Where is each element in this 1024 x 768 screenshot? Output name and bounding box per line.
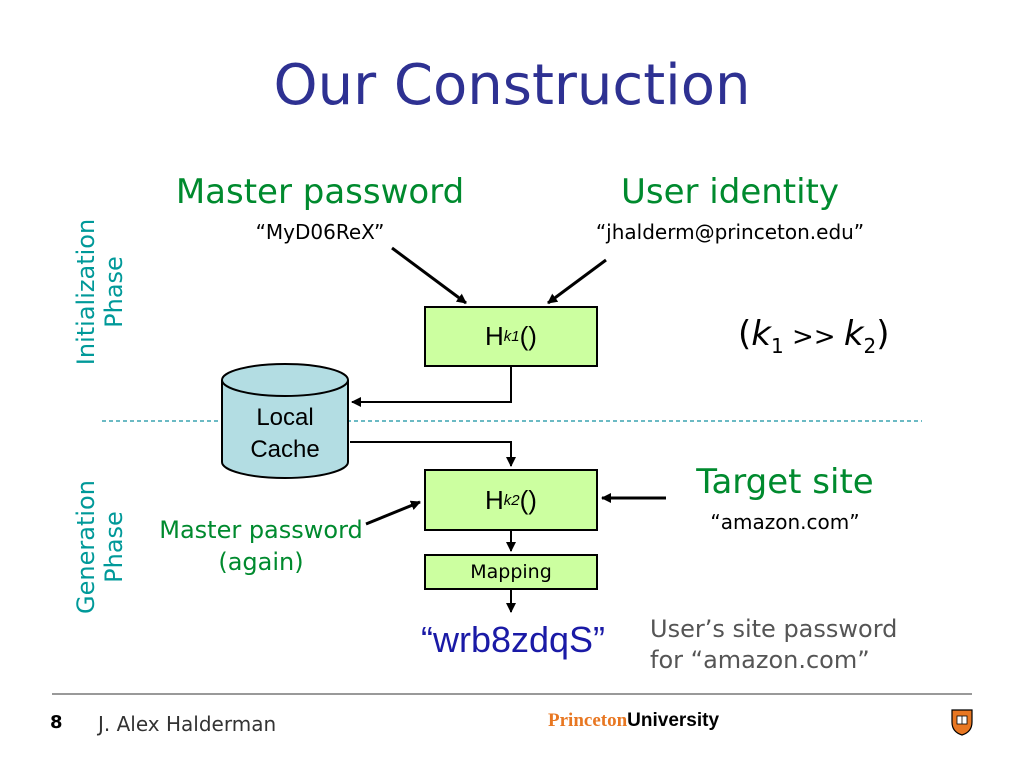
footer-rule	[52, 693, 972, 695]
princeton-logo: PrincetonUniversity	[548, 710, 719, 732]
ratio-sub1: 1	[770, 333, 784, 358]
arrow-master-again-to-hk2	[365, 500, 421, 526]
master-again-line1: Master password	[159, 516, 363, 544]
ratio-sub2: 2	[863, 333, 877, 358]
author-name: J. Alex Halderman	[98, 712, 277, 736]
ratio-op: >>	[783, 322, 844, 352]
hash-k2-base: H	[485, 484, 504, 515]
logo-part2: University	[627, 710, 720, 731]
arrow-cache-to-hk2	[350, 441, 516, 467]
master-password-value: “MyD06ReX”	[255, 220, 385, 244]
arrow-hk1-to-cache	[351, 367, 512, 407]
princeton-shield-icon	[951, 709, 973, 736]
user-identity-value: “jhalderm@princeton.edu”	[595, 220, 865, 244]
gen-phase-label: Generation Phase	[72, 454, 128, 640]
mapping-box: Mapping	[424, 554, 598, 590]
ratio-close: )	[876, 314, 890, 354]
cache-line2: Cache	[250, 436, 320, 463]
hash-k2-sup: k2	[503, 491, 520, 509]
ratio-k1: k	[751, 314, 771, 354]
ratio-k2: k	[843, 314, 864, 354]
cache-line1: Local	[256, 404, 314, 431]
hash-k1-sup: k1	[503, 328, 520, 345]
output-note: User’s site password for “amazon.com”	[650, 614, 897, 676]
gen-phase-line1: Generation	[72, 480, 100, 614]
init-phase-line2: Phase	[100, 256, 128, 328]
output-note-line2: for “amazon.com”	[650, 646, 870, 674]
slide-number: 8	[50, 712, 63, 733]
master-password-label: Master password	[175, 172, 465, 212]
arrow-master-to-hk1	[391, 246, 467, 305]
ratio-open: (	[738, 314, 752, 354]
slide-title: Our Construction	[273, 53, 751, 118]
master-again-label: Master password (again)	[148, 514, 374, 578]
hash-k1-suffix: ()	[519, 321, 537, 351]
output-note-line1: User’s site password	[650, 615, 898, 643]
init-phase-label: Initialization Phase	[72, 192, 128, 392]
arrow-identity-to-hk1	[547, 258, 607, 305]
init-phase-line1: Initialization	[72, 218, 100, 366]
output-password: “wrb8zdqS”	[420, 619, 606, 660]
target-site-value: “amazon.com”	[710, 510, 860, 534]
cache-cylinder	[221, 363, 349, 479]
hash-k2-suffix: ()	[519, 484, 537, 515]
user-identity-label: User identity	[620, 172, 840, 212]
key-ratio: (k1 >> k2)	[738, 314, 890, 358]
logo-part1: Princeton	[548, 710, 628, 731]
gen-phase-line2: Phase	[100, 511, 128, 583]
master-again-line2: (again)	[218, 548, 304, 576]
hash-k1-base: H	[485, 321, 504, 351]
local-cache-label: Local Cache	[222, 402, 348, 466]
target-site-label: Target site	[696, 462, 874, 502]
